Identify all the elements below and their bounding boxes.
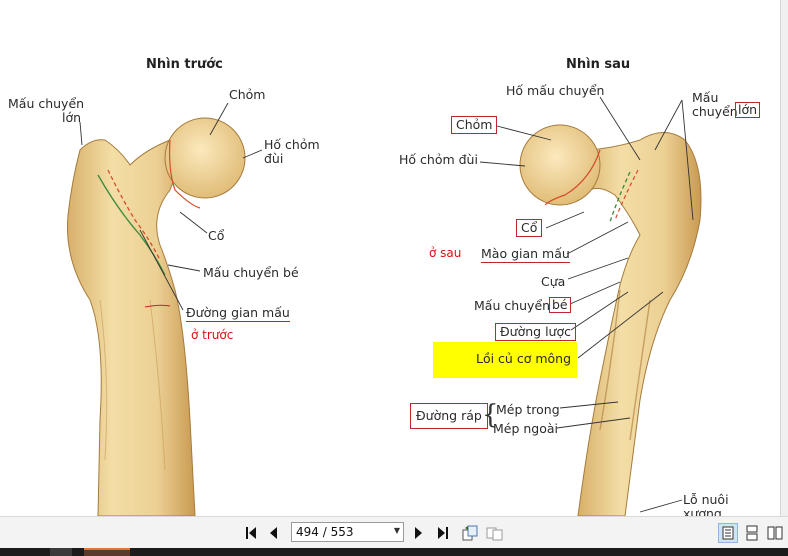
next-page-icon[interactable] [411, 525, 425, 541]
back-neck-label: Cổ [516, 219, 543, 237]
taskbar-active-app-icon[interactable] [84, 548, 130, 556]
back-greater-trochanter-label-line2: chuyển [692, 104, 738, 119]
page-number-dropdown[interactable]: 494 / 553 ▼ [291, 522, 404, 542]
femur-illustration [67, 96, 702, 516]
front-note: ở trước [191, 328, 234, 342]
linea-aspera-brace: { [482, 400, 499, 430]
back-head-label: Chỏm [451, 116, 498, 134]
back-lesser-trochanter-label-boxed: bé [549, 297, 571, 313]
vertical-scrollbar[interactable] [780, 0, 788, 516]
back-nutrient-foramen-label-line1: Lỗ nuôi [683, 492, 729, 507]
back-medial-lip-label: Mép trong [496, 402, 560, 417]
front-fovea-label-line2: đùi [264, 151, 284, 166]
two-page-view-icon[interactable] [765, 523, 785, 543]
pdf-navigation-toolbar: 494 / 553 ▼ [0, 516, 788, 549]
back-view-title: Nhìn sau [566, 57, 631, 72]
chevron-down-icon: ▼ [393, 526, 400, 535]
front-leader-lines [79, 102, 263, 311]
front-greater-trochanter-label-line1: Mấu chuyển [8, 96, 85, 111]
back-trochanteric-fossa-label: Hố mấu chuyển [506, 83, 605, 98]
swap-pages-icon[interactable] [486, 525, 504, 541]
taskbar-app-icon[interactable] [50, 548, 72, 556]
back-leader-lines [479, 96, 694, 513]
back-fovea-label: Hố chỏm đùi [399, 152, 478, 167]
document-page: Nhìn trước Nhìn sau Mấu chuyển lớn Chỏm … [8, 57, 761, 517]
first-page-icon[interactable] [243, 525, 261, 541]
front-fovea-label-line1: Hố chỏm [264, 137, 320, 152]
back-lesser-trochanter-label-line1: Mấu chuyển [474, 298, 551, 313]
page-number-text: 494 / 553 [296, 525, 354, 539]
front-femur-drawing [67, 117, 246, 516]
back-greater-trochanter-label-line1: Mấu [692, 90, 719, 105]
front-lesser-trochanter-label: Mấu chuyển bé [203, 265, 299, 280]
back-pectineal-line-label: Đường lược [495, 323, 577, 341]
back-gluteal-tuberosity-label: Lồi củ cơ mông [476, 351, 572, 366]
back-lateral-lip-label: Mép ngoài [493, 421, 559, 436]
front-view-title: Nhìn trước [146, 57, 223, 72]
back-intertrochanteric-crest-label: Mào gian mấu [481, 246, 570, 263]
front-greater-trochanter-label-line2: lớn [62, 110, 82, 125]
back-nutrient-foramen-label-line2: xương [683, 506, 722, 517]
front-head-label: Chỏm [229, 87, 266, 102]
back-linea-aspera-label: Đường ráp [410, 403, 488, 429]
single-page-view-icon[interactable] [718, 523, 738, 543]
last-page-icon[interactable] [433, 525, 451, 541]
continuous-view-icon[interactable] [742, 523, 762, 543]
back-note: ở sau [429, 246, 462, 260]
back-greater-trochanter-label-boxed: lớn [735, 102, 761, 118]
rotate-icon[interactable] [461, 525, 479, 541]
back-quadrate-tubercle-label: Cựa [541, 274, 566, 289]
front-intertrochanteric-line-label: Đường gian mấu [186, 305, 290, 322]
front-neck-label: Cổ [208, 228, 225, 243]
prev-page-icon[interactable] [267, 525, 281, 541]
yellow-highlight [433, 342, 577, 378]
back-femur-drawing [519, 124, 702, 516]
os-taskbar [0, 548, 788, 556]
